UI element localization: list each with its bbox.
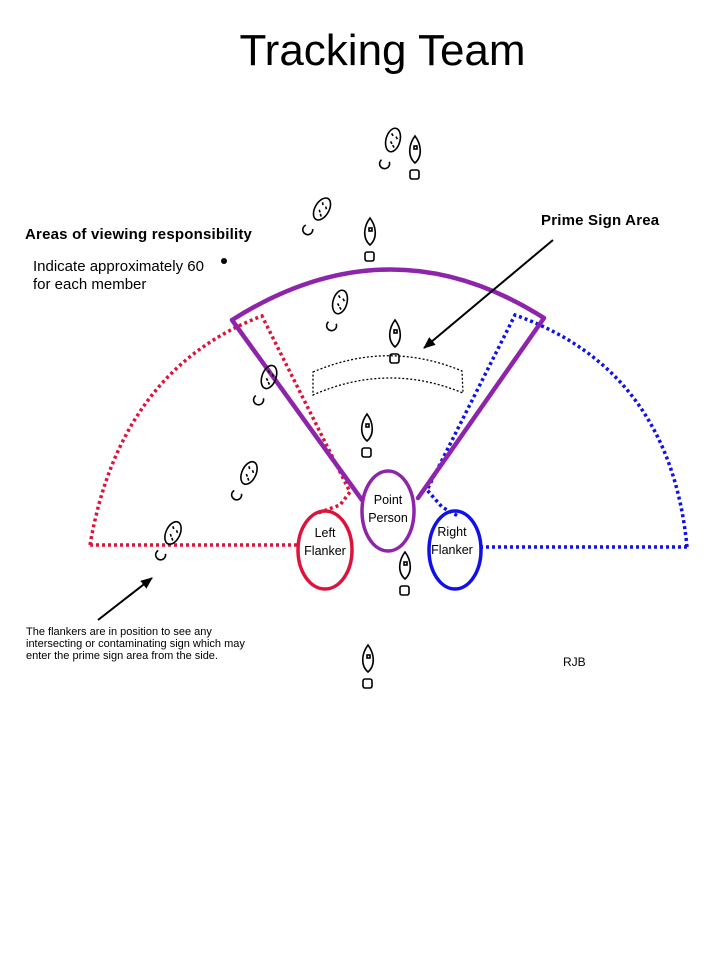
footprint-icon [230,460,258,501]
left-label-line-1: Left [314,526,336,540]
left-flanker-label: Left Flanker [297,524,353,560]
point-person-circle [360,469,416,553]
footprint-icon [360,412,374,458]
left-flanker-viewing-area [88,313,353,547]
footprint-icon [398,550,412,596]
footprint-icon [301,197,332,236]
footprint-icon [378,127,402,170]
footprint-icon [361,643,375,689]
prime-sign-area-label: Prime Sign Area [541,212,660,229]
point-label-line-2: Person [368,511,408,525]
right-foot-track [360,134,422,689]
footprint-icon [154,520,182,561]
footprint-icon [363,216,377,262]
right-flanker-label: Right Flanker [424,523,480,559]
prime-sign-arrow-icon [423,239,554,349]
flanker-note: The flankers are in position to see any … [26,626,245,662]
prime-sign-area-outline [312,355,464,396]
footprint-icon [252,364,278,406]
point-person-viewing-area [229,267,547,503]
right-label-line-2: Flanker [431,543,473,557]
footprint-icon [408,134,422,180]
indicate-line-2: for each member [33,276,147,293]
indicate-line-1: Indicate approximately 60 [33,258,204,275]
areas-heading: Areas of viewing responsibility [25,226,253,243]
author-initials: RJB [563,655,586,669]
right-label-line-1: Right [437,525,467,539]
point-label-line-1: Point [373,493,403,507]
left-flanker-circle [296,509,354,591]
flanker-note-arrow-icon [97,577,153,621]
footprint-icon [388,318,402,364]
point-person-label: Point Person [362,491,414,527]
left-foot-track [154,127,402,561]
page-title: Tracking Team [239,26,526,75]
footprint-icon [325,289,349,332]
right-flanker-circle [427,509,483,591]
right-flanker-viewing-area [424,312,689,549]
left-label-line-2: Flanker [304,544,346,558]
degree-dot-icon [221,258,227,264]
